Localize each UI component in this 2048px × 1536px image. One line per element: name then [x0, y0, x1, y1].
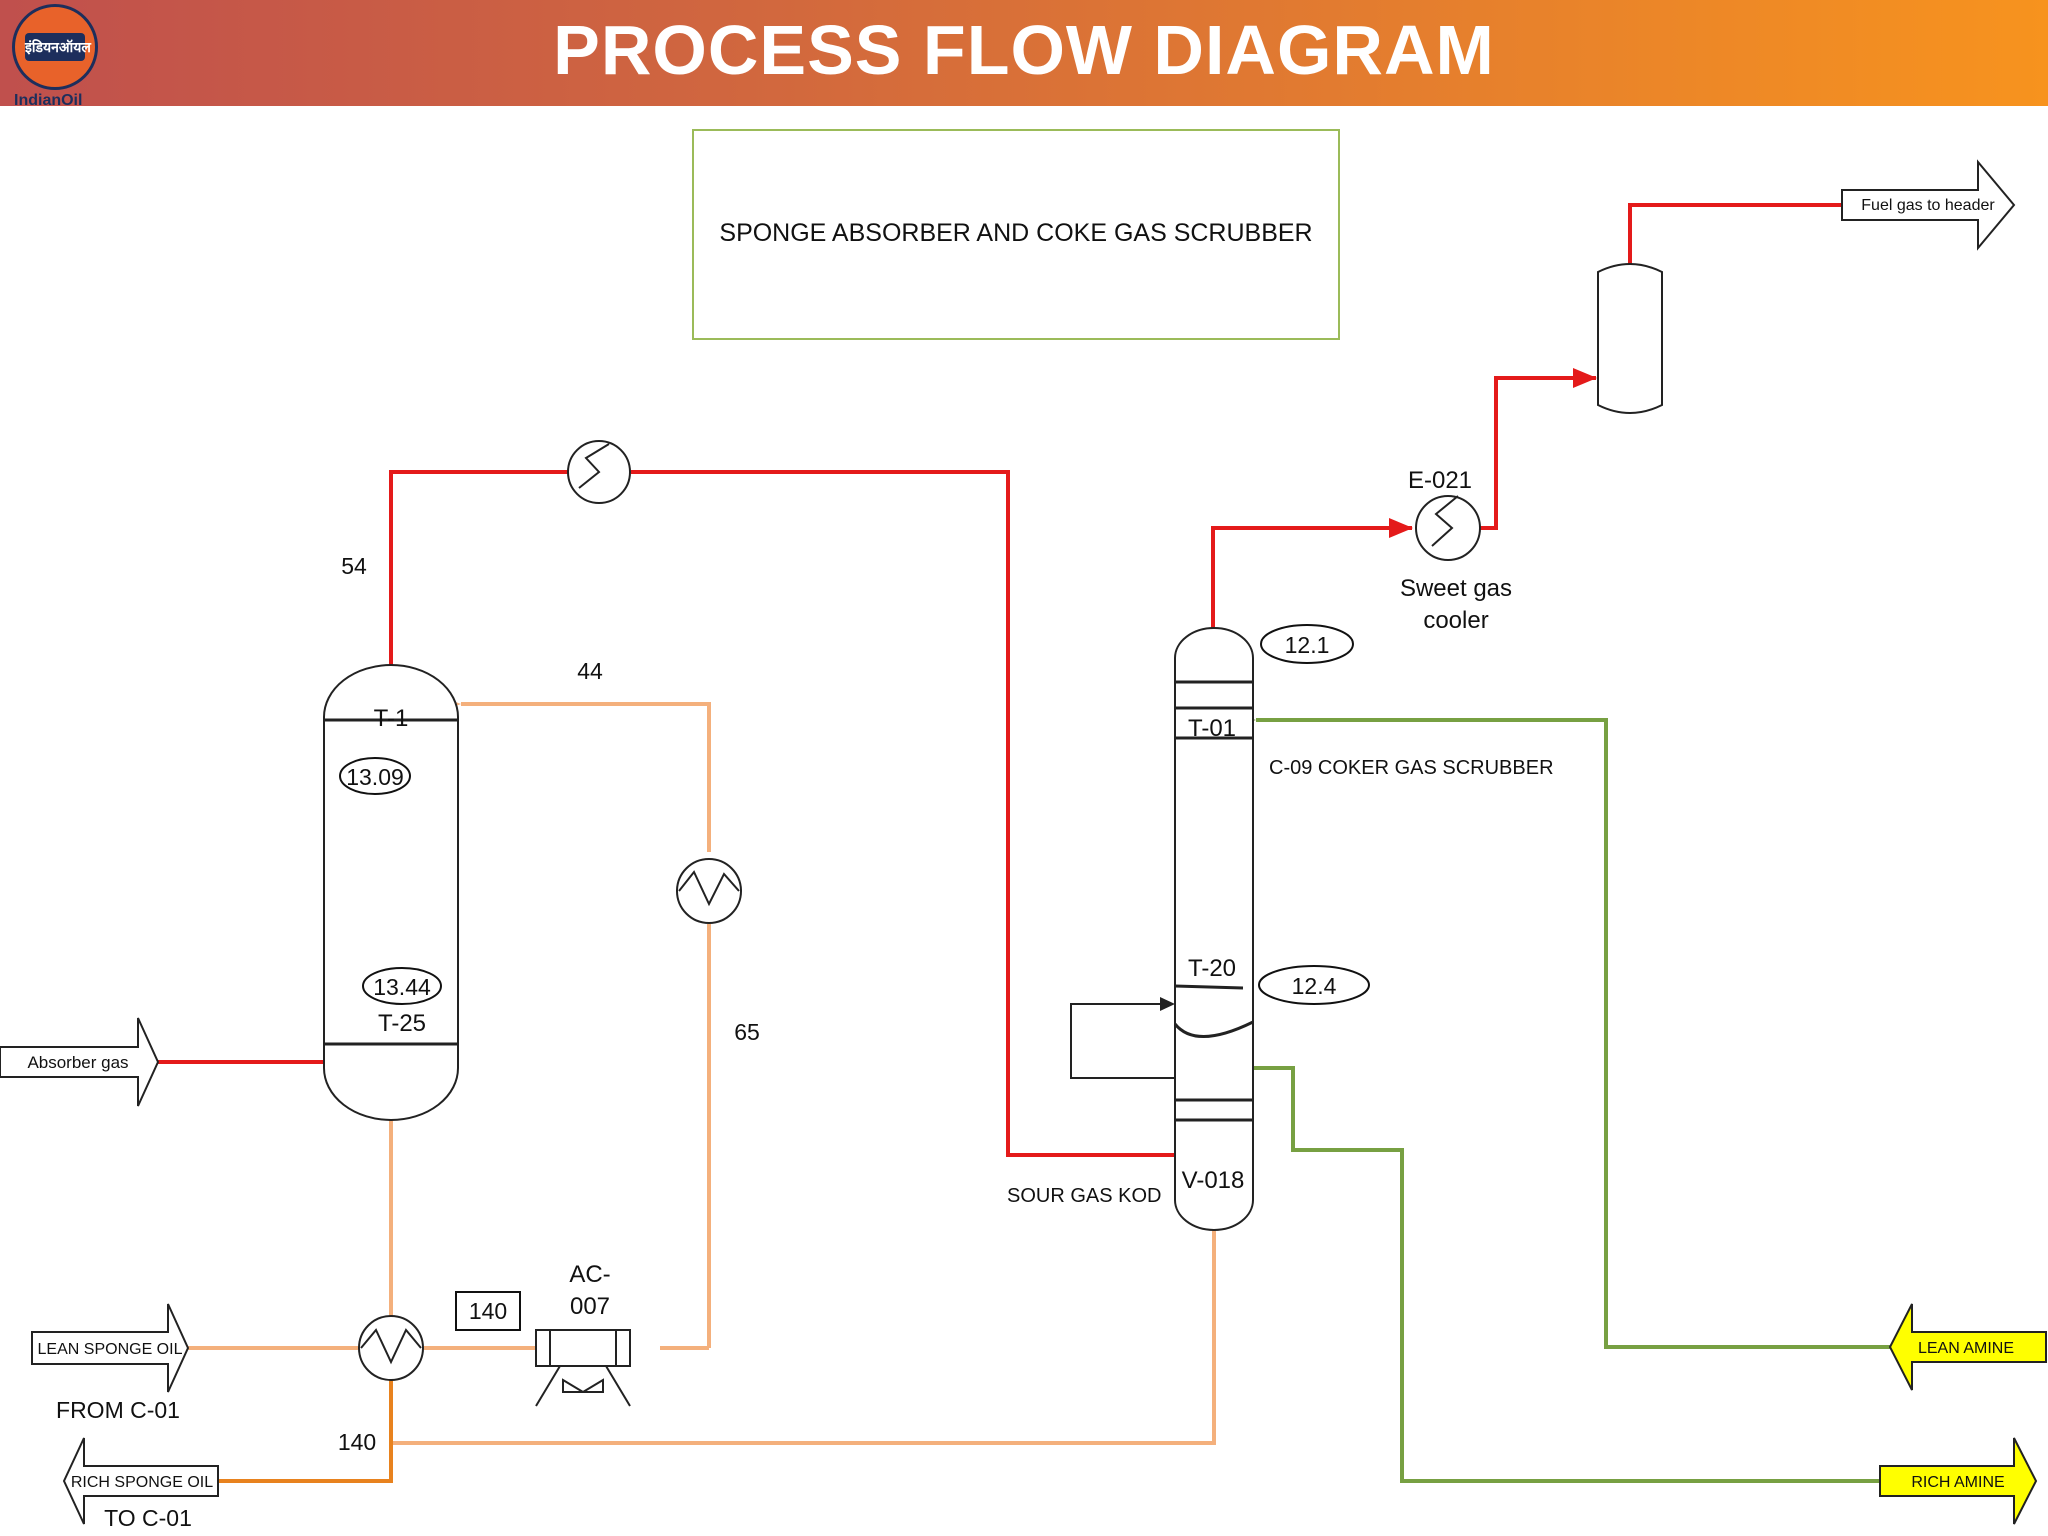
cooler-outlet-line	[1480, 368, 1597, 530]
header-banner: इंडियनऑयल IndianOil PROCESS FLOW DIAGRAM	[0, 0, 2048, 106]
scrubber-draw-off-pan	[1173, 1020, 1254, 1038]
scrubber-pressure-top: 12.1	[1285, 632, 1330, 658]
pumparound-arrowhead	[1160, 997, 1175, 1011]
air-cooler-fan-icon	[562, 1378, 604, 1393]
logo-mark-plate: इंडियनऑयल	[25, 33, 91, 61]
kod-name: SOUR GAS KOD	[1007, 1185, 1161, 1207]
exchanger-outlet-value: 140	[469, 1298, 507, 1324]
absorber-tray-top-label: T-1	[374, 705, 409, 732]
scrubber-pressure-top-oval	[1260, 624, 1354, 664]
absorber-pressure-bottom-oval	[362, 967, 442, 1005]
rich-amine-arrow	[1879, 1437, 2038, 1525]
absorber-gas-label: Absorber gas	[27, 1053, 128, 1072]
logo-wordmark: IndianOil	[14, 92, 83, 106]
kod-drain-line	[391, 1228, 1216, 1445]
lean-sponge-oil-label: LEAN SPONGE OIL	[38, 1341, 183, 1358]
rich-oil-outlet-value: 140	[338, 1429, 376, 1455]
scrubber-tray-bottom-label: T-20	[1188, 955, 1236, 982]
coker-gas-scrubber-column	[1174, 627, 1254, 1231]
from-c01-label: FROM C-01	[56, 1397, 180, 1423]
absorber-overhead-line	[389, 470, 568, 665]
fuel-gas-arrow	[1841, 159, 2016, 251]
logo-mark-text: इंडियनऑयल	[25, 39, 91, 55]
sweet-gas-cooler-tag: E-021	[1408, 467, 1472, 494]
rich-sponge-oil-line	[218, 1380, 393, 1483]
air-cooler	[535, 1329, 631, 1407]
fuel-gas-drum	[1597, 263, 1663, 414]
rich-amine-line	[1218, 1030, 1880, 1483]
diagram-title: SPONGE ABSORBER AND COKE GAS SCRUBBER	[719, 219, 1312, 247]
absorber-pressure-top-oval	[339, 757, 411, 795]
overhead-exchanger	[567, 440, 631, 504]
scrubber-name: C-09 COKER GAS SCRUBBER	[1269, 757, 1554, 779]
to-c01-label: TO C-01	[104, 1505, 192, 1531]
sponge-oil-mid-value: 65	[734, 1019, 760, 1045]
scrubber-overhead-line	[1211, 518, 1413, 630]
sponge-absorber-column	[323, 664, 459, 1121]
absorber-tray-bottom-label: T-25	[378, 1010, 426, 1037]
absorber-pressure-top: 13.09	[346, 764, 404, 790]
diagram-title-box	[692, 129, 1340, 340]
exchanger-outlet-value-box	[455, 1291, 521, 1331]
rich-sponge-oil-label: RICH SPONGE OIL	[71, 1474, 213, 1491]
sour-gas-line	[631, 470, 1175, 1157]
sponge-oil-return-value: 44	[577, 658, 603, 684]
fuel-gas-label: Fuel gas to header	[1861, 197, 1995, 214]
fuel-gas-line	[1628, 203, 1842, 264]
rich-sponge-oil-arrow	[62, 1437, 219, 1525]
scrubber-pressure-bottom-oval	[1258, 965, 1370, 1005]
lean-amine-arrow	[1888, 1303, 2047, 1391]
absorber-gas-arrow	[0, 1017, 160, 1107]
sponge-oil-return-line	[437, 695, 711, 852]
rich-amine-label: RICH AMINE	[1911, 1474, 2004, 1491]
scrubber-tray-top-label: T-01	[1188, 715, 1236, 742]
lean-amine-line	[1230, 711, 1890, 1349]
lean-sponge-oil-arrow	[31, 1303, 190, 1393]
feed-effluent-exchanger	[358, 1315, 424, 1381]
sponge-oil-cooler	[676, 858, 742, 924]
sweet-gas-cooler-exchanger	[1415, 495, 1481, 561]
scrubber-pressure-bottom: 12.4	[1292, 973, 1337, 999]
absorber-overhead-value: 54	[341, 553, 367, 579]
lean-amine-label: LEAN AMINE	[1918, 1340, 2014, 1357]
scrubber-chimney-tray	[1174, 984, 1244, 990]
sweet-gas-cooler-name-line1: Sweet gas	[1400, 575, 1512, 602]
kod-tag: V-018	[1182, 1167, 1245, 1194]
air-cooler-tag-line1: AC-	[569, 1261, 610, 1288]
indianoil-logo: इंडियनऑयल	[12, 4, 98, 90]
air-cooler-tag-line2: 007	[570, 1293, 610, 1320]
sweet-gas-cooler-name-line2: cooler	[1423, 607, 1488, 634]
absorber-pressure-bottom: 13.44	[373, 974, 431, 1000]
page-title: PROCESS FLOW DIAGRAM	[553, 11, 1495, 89]
pumparound-loop	[1070, 1003, 1175, 1079]
